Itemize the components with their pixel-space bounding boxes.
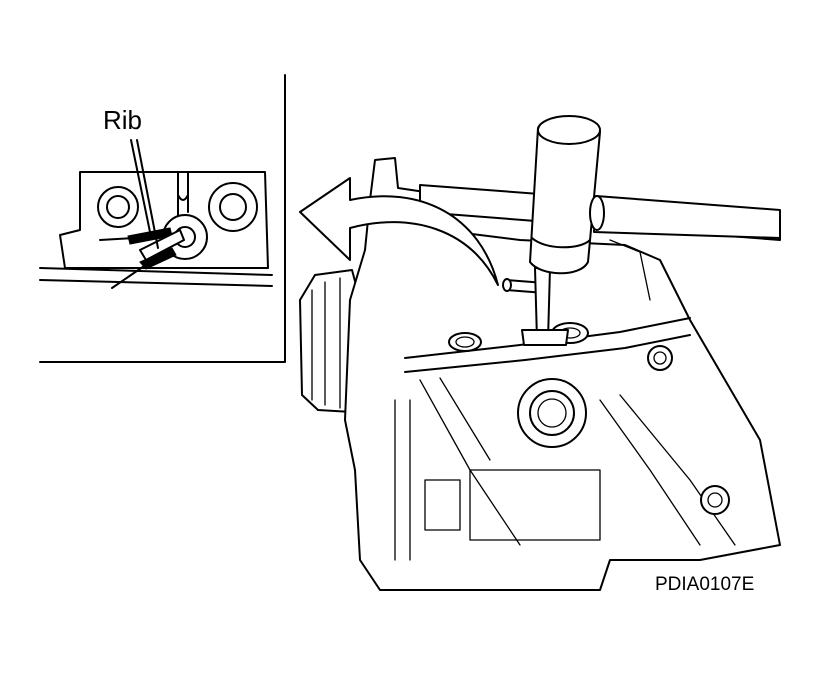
inset-callout-line [99, 237, 151, 289]
pin-body [139, 229, 185, 261]
left-bolt-hole [106, 195, 130, 219]
detail-inset [39, 74, 286, 363]
rib-leader-1 [130, 139, 151, 233]
right-boss [647, 345, 673, 371]
rib-leader-2 [136, 139, 159, 249]
transmission-case [299, 157, 781, 591]
direction-arrow-icon [299, 177, 499, 286]
rod-base [521, 329, 569, 346]
large-boss-inner [529, 390, 575, 436]
hammer-handle [593, 195, 781, 239]
hammer [529, 115, 781, 275]
lower-right-boss [700, 485, 730, 515]
hammer-face [537, 115, 601, 145]
figure-code: PDIA0107E [655, 574, 755, 595]
right-bolt-hole [219, 193, 247, 221]
rib-label: Rib [103, 105, 143, 135]
inset-baseline [39, 267, 273, 287]
top-bolt-hole [448, 332, 482, 352]
inset-frame [39, 74, 286, 363]
